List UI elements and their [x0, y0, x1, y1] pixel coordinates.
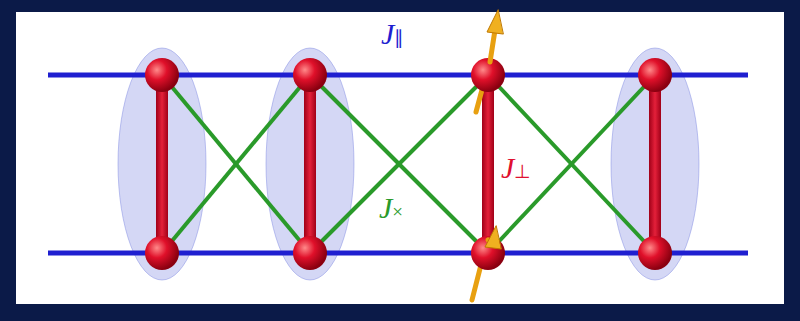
spin-site	[293, 58, 327, 92]
rung-bar	[649, 75, 661, 253]
singlet-ellipse	[266, 48, 354, 280]
legs	[48, 75, 748, 253]
rung-bar	[482, 75, 494, 253]
spin-arrow-heads	[485, 10, 503, 249]
diagonal-line	[488, 75, 655, 253]
arrow-head	[485, 226, 501, 249]
singlet-ellipse	[118, 48, 206, 280]
spin-site	[638, 236, 672, 270]
coupling-label: J×	[376, 192, 406, 224]
arrow-head	[487, 10, 503, 34]
diagonal-line	[310, 75, 488, 253]
coupling-label: J⊥	[498, 152, 534, 184]
white-panel	[16, 12, 784, 304]
singlet-ellipse	[611, 48, 699, 280]
diagonals	[162, 75, 655, 253]
spin-site	[638, 58, 672, 92]
rungs	[156, 75, 661, 253]
coupling-label: J∥	[378, 18, 407, 50]
spin-arrow	[490, 30, 495, 62]
spin-site	[293, 236, 327, 270]
rung-bar	[156, 75, 168, 253]
diagonal-line	[310, 75, 488, 253]
diagonal-line	[162, 75, 310, 253]
singlet-ellipses	[118, 48, 699, 280]
sites	[145, 58, 672, 270]
diagonal-line	[488, 75, 655, 253]
spin-site	[145, 58, 179, 92]
rung-bar	[304, 75, 316, 253]
spin-site	[145, 236, 179, 270]
diagonal-line	[162, 75, 310, 253]
